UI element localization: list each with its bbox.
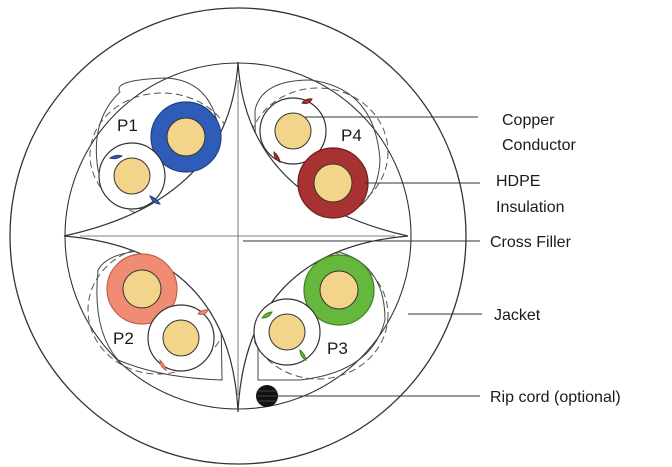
label-cross-filler: Cross Filler bbox=[490, 234, 572, 251]
p3-colored-conductor bbox=[319, 270, 359, 310]
pair-p2: P2 bbox=[106, 253, 215, 372]
label-hdpe-line1: HDPE bbox=[496, 173, 540, 190]
p1-stripe-marker-2 bbox=[149, 195, 161, 205]
label-rip-cord: Rip cord (optional) bbox=[490, 389, 621, 406]
label-hdpe-line2: Insulation bbox=[496, 199, 565, 216]
p3-white-conductor bbox=[268, 313, 306, 351]
p2-colored-conductor bbox=[122, 269, 162, 309]
pair-p1: P1 bbox=[98, 101, 222, 210]
p2-stripe-marker bbox=[197, 309, 209, 315]
pair-p4: P4 bbox=[259, 97, 369, 219]
p4-colored-conductor bbox=[313, 163, 353, 203]
p4-white-conductor bbox=[274, 112, 312, 150]
leader-lines bbox=[243, 116, 482, 397]
label-copper-line1: Copper bbox=[502, 112, 555, 129]
p1-white-conductor bbox=[113, 157, 151, 195]
pair-p3: P3 bbox=[253, 254, 375, 366]
p2-white-conductor bbox=[162, 319, 200, 357]
p4-label: P4 bbox=[341, 126, 362, 145]
rip-cord bbox=[256, 385, 278, 407]
p4-stripe-marker bbox=[301, 98, 313, 104]
p3-stripe-marker bbox=[261, 311, 273, 319]
p3-stripe-marker-2 bbox=[299, 348, 307, 361]
p1-colored-conductor bbox=[166, 117, 206, 157]
p1-stripe-marker bbox=[108, 154, 124, 160]
p2-label: P2 bbox=[113, 329, 134, 348]
p3-label: P3 bbox=[327, 339, 348, 358]
p2-stripe-marker-2 bbox=[159, 358, 167, 371]
label-copper-line2: Conductor bbox=[502, 137, 576, 154]
p1-label: P1 bbox=[117, 116, 138, 135]
label-jacket: Jacket bbox=[494, 307, 541, 324]
p4-stripe-marker-2 bbox=[273, 150, 281, 163]
cross-filler-inner-lines bbox=[80, 80, 395, 395]
